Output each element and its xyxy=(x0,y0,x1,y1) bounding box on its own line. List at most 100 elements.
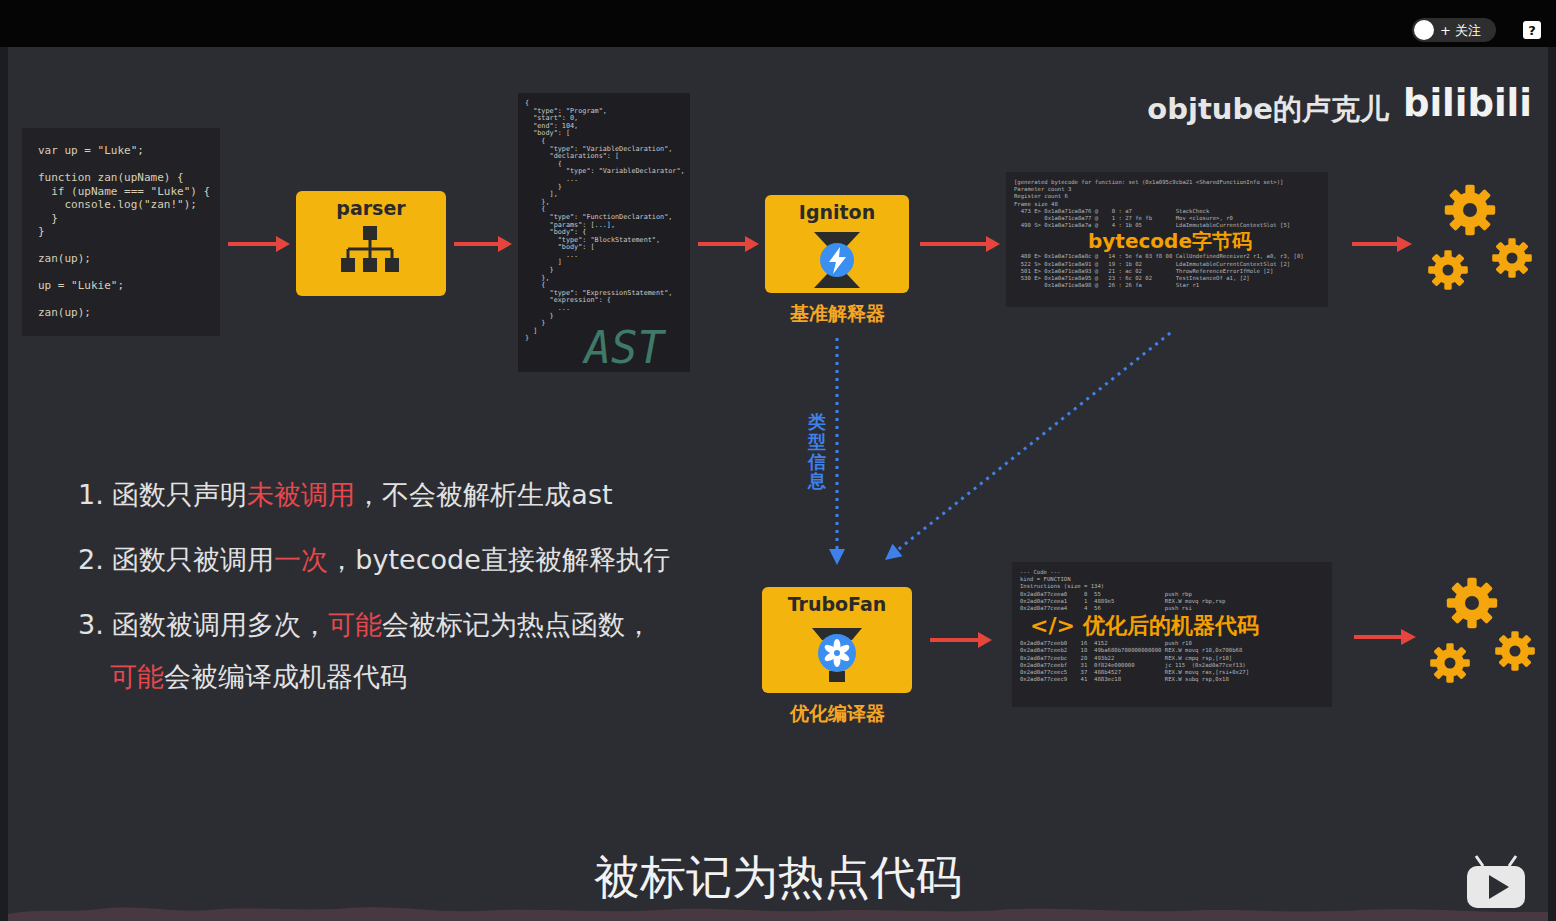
dump-line: 0x2ad0a77ceeb2 18 49ba680b700000000000 R… xyxy=(1020,647,1324,654)
edge-label: 类型信息 xyxy=(808,412,826,491)
code-line: } xyxy=(38,225,220,239)
note-text: ，bytecode直接被解释执行 xyxy=(328,544,669,575)
json-line: "type": "BlockStatement", xyxy=(525,237,690,245)
dump-line: 530 E> 0x1a0a71ca8a95 @ 23 : 6c 02 02 Te… xyxy=(1014,275,1320,282)
side-strip xyxy=(1548,47,1556,921)
json-line: { xyxy=(525,161,690,169)
arrow-head xyxy=(885,544,903,560)
arrow-head xyxy=(986,236,1000,252)
note-text: 3. 函数被调用多次， xyxy=(78,609,328,640)
gears xyxy=(1428,185,1535,683)
turbofan-icon xyxy=(812,628,862,682)
note-highlight: 一次 xyxy=(274,544,328,575)
connector-line xyxy=(930,638,980,642)
tv-icon xyxy=(1476,856,1516,866)
note-line: 3. 函数被调用多次，可能会被标记为热点函数， xyxy=(78,608,652,642)
connector xyxy=(920,236,1000,252)
yellow-boxes xyxy=(296,191,446,296)
gears xyxy=(1428,250,1468,290)
ignition-icon xyxy=(829,247,846,274)
dump-heading: bytecode字节码 xyxy=(1014,229,1320,253)
json-line: ] xyxy=(525,259,690,267)
yellow-boxes xyxy=(765,195,909,293)
connector-line xyxy=(836,338,839,551)
gears xyxy=(1445,185,1495,235)
dump-line: 501 E> 0x1a0a71ca8a93 @ 21 : ac 02 Throw… xyxy=(1014,268,1320,275)
json-line: "type": "FunctionDeclaration", xyxy=(525,214,690,222)
ast-box: { "type": "Program", "start": 0, "end": … xyxy=(518,93,690,372)
tree-icon xyxy=(363,258,377,272)
dump-line: Frame size 48 xyxy=(1014,201,1320,208)
json-line: ], xyxy=(525,191,690,199)
engine-box: Igniton基准解释器 xyxy=(765,195,909,324)
engine-caption: 基准解释器 xyxy=(765,302,909,324)
tree-icon xyxy=(363,226,377,240)
code-line: zan(up); xyxy=(38,252,220,266)
note-text: 2. 函数只被调用 xyxy=(78,544,274,575)
dump-line: 0x2ad0a77ceeb0 16 4152 push r10 xyxy=(1020,640,1324,647)
connector-line xyxy=(698,242,747,246)
code-line: var up = "Luke"; xyxy=(38,144,220,158)
note-text: 1. 函数只声明 xyxy=(78,479,247,510)
turbofan-icon xyxy=(834,650,840,656)
output-arrows xyxy=(1354,635,1402,639)
json-line: }, xyxy=(525,199,690,207)
ignition-icon xyxy=(814,232,860,288)
note-highlight: 可能 xyxy=(328,609,382,640)
dump-line: [generated bytecode for function: set (0… xyxy=(1014,179,1320,186)
gears xyxy=(1492,238,1532,278)
bytecode-box: [generated bytecode for function: set (0… xyxy=(1006,172,1328,307)
json-line: "expression": { xyxy=(525,297,690,305)
connector-line xyxy=(228,242,278,246)
gears xyxy=(1495,631,1535,671)
help-icon xyxy=(1523,21,1541,39)
note-line: 2. 函数只被调用一次，bytecode直接被解释执行 xyxy=(78,543,670,577)
source-code-box: var up = "Luke";function zan(upName) { i… xyxy=(22,128,220,336)
watermark: objtube的卢克儿 xyxy=(1147,90,1389,130)
dump-line: 0x2ad0a77ceec5 37 488b4527 REX.W movq ra… xyxy=(1020,669,1324,676)
ast-mark: AST xyxy=(525,325,690,371)
output-arrows xyxy=(1397,236,1412,252)
engine-box: TruboFan优化编译器 xyxy=(762,587,912,724)
tree-icon xyxy=(385,258,399,272)
json-line: ... xyxy=(525,176,690,184)
dump-line: 0x2ad0a77ceea1 1 4889e5 REX.W movq rbp,r… xyxy=(1020,598,1324,605)
connector xyxy=(930,632,992,648)
code-line: zan(up); xyxy=(38,306,220,320)
output-arrows xyxy=(1352,236,1416,645)
turbofan-icon xyxy=(818,634,856,672)
note-line: 可能会被编译成机器代码 xyxy=(110,660,407,694)
tv-icon xyxy=(1489,875,1509,899)
json-line: "type": "Program", xyxy=(525,108,690,116)
dump-line: 490 S> 0x1a0a71ca8a7a @ 4 : 1b 05 LdaImm… xyxy=(1014,222,1320,229)
json-line: } xyxy=(525,313,690,321)
tv-icon xyxy=(1467,866,1525,908)
dump-line: 0x2ad0a77ceea0 0 55 push rbp xyxy=(1020,591,1324,598)
json-line: "type": "VariableDeclaration", xyxy=(525,146,690,154)
json-line: { xyxy=(525,138,690,146)
connector xyxy=(228,236,290,252)
note-text: 会被标记为热点函数， xyxy=(382,609,652,640)
json-line: } xyxy=(525,184,690,192)
note-text: ，不会被解析生成ast xyxy=(355,479,612,510)
json-line: "params": [...], xyxy=(525,222,690,230)
arrow-head xyxy=(829,549,845,565)
gears xyxy=(1430,643,1470,683)
watermark-logo: bilibili xyxy=(1403,82,1532,125)
tree-icon xyxy=(341,226,399,272)
dump-line: 0x2ad0a77ceebc 28 493b22 REX.W cmpq rsp,… xyxy=(1020,655,1324,662)
note-highlight: 未被调用 xyxy=(247,479,355,510)
json-line: "body": [ xyxy=(525,130,690,138)
box-title: TruboFan xyxy=(762,587,912,693)
follow-button-label: + 关注 xyxy=(1440,22,1481,40)
note-highlight: 可能 xyxy=(110,661,164,692)
gears xyxy=(1447,578,1497,628)
code-line: } xyxy=(38,212,220,226)
connector xyxy=(454,236,512,252)
arrow-head xyxy=(745,236,759,252)
code-line: up = "Lukie"; xyxy=(38,279,220,293)
code-line: console.log("zan!"); xyxy=(38,198,220,212)
connector xyxy=(829,338,845,565)
json-line: }, xyxy=(525,275,690,283)
